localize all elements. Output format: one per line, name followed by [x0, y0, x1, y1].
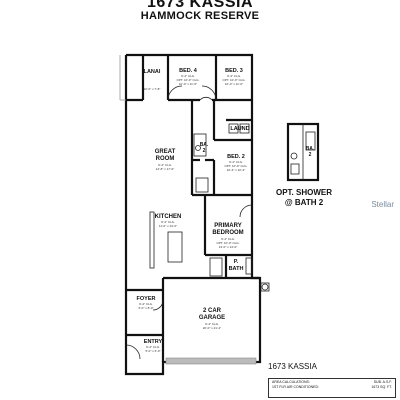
plan-title: 1673 KASSIA	[147, 0, 253, 11]
room-great-size: 14'-8" x 17'-0"	[156, 167, 174, 171]
room-entry-label: ENTRY	[144, 339, 163, 345]
room-bed2-ceiling: 9'-4" CLG.	[229, 160, 243, 164]
community-name: HAMMOCK RESERVE	[140, 10, 260, 22]
info-label: 1ST FLR AIR CONDITIONED:	[272, 385, 319, 389]
room-entry-size: 5'-0" x 6'-0"	[145, 349, 160, 353]
room-primary-ceiling: 9'-4" CLG.	[221, 237, 235, 241]
info-label: AREA CALCULATIONS:	[272, 380, 310, 384]
room-kitchen-size: 11'-0" x 13'-0"	[159, 224, 177, 228]
info-value: 1673 SQ. FT.	[371, 385, 392, 389]
room-entry-ceiling: 9'-4" CLG.	[146, 345, 160, 349]
room-great-label: GREAT	[155, 149, 176, 155]
room-bed4-size: 10'-0" x 11'-0"	[179, 82, 197, 86]
opt-shower-inset	[286, 122, 320, 182]
opt-shower-line1: OPT. SHOWER	[275, 188, 332, 197]
room-great-ceiling: 9'-4" CLG.	[158, 163, 172, 167]
info-value: SUB. A.S.F.	[373, 380, 392, 384]
room-garage-label-2: GARAGE	[199, 315, 225, 321]
interior-walls	[126, 55, 260, 362]
room-bed2-label: BED. 2	[227, 154, 245, 160]
plan-name-footer: 1673 KASSIA	[268, 362, 317, 371]
room-bed3-opt-ceiling: OPT. 10'-0" CLG.	[223, 78, 246, 82]
opt-bath2-label: BA.	[306, 146, 315, 152]
room-bath2-label: BA.	[200, 142, 209, 148]
room-bed4-label: BED. 4	[179, 68, 198, 74]
room-foyer-size: 6'-0" x 8'-0"	[138, 306, 153, 310]
room-foyer-ceiling: 9'-4" CLG.	[139, 302, 153, 306]
room-bed4-opt-ceiling: OPT. 10'-0" CLG.	[177, 78, 200, 82]
room-primary-size: 13'-0" x 14'-0"	[219, 245, 237, 249]
room-great-label-2: ROOM	[156, 156, 175, 162]
room-primary-bath-label-2: BATH	[229, 266, 244, 272]
info-row: AREA CALCULATIONS: SUB. A.S.F.	[272, 380, 392, 385]
room-primary-opt-ceiling: OPT. 10'-0" CLG.	[217, 241, 240, 245]
room-bath2-number: 2	[203, 148, 206, 154]
room-bed3-size: 10'-0" x 11'-0"	[225, 82, 243, 86]
room-lanai-label: LANAI	[144, 69, 161, 75]
watermark: Stellar	[371, 200, 394, 209]
room-foyer-label: FOYER	[137, 296, 156, 302]
room-kitchen-label: KITCHEN	[155, 214, 182, 220]
opt-shower-caption: OPT. SHOWER @ BATH 2	[274, 188, 334, 208]
garage-door	[165, 357, 257, 365]
opt-shower-line2: @ BATH 2	[284, 198, 324, 207]
room-bed2-opt-ceiling: OPT. 10'-0" CLG.	[225, 164, 248, 168]
room-bed4-ceiling: 9'-4" CLG.	[181, 74, 195, 78]
room-garage-size: 20'-0" x 21'-4"	[203, 326, 221, 330]
room-lanai-dims: 10'-0" x 7'-8"	[144, 87, 161, 91]
room-bed3-ceiling: 9'-4" CLG.	[227, 74, 241, 78]
room-bed2-size: 10'-4" x 10'-4"	[227, 168, 245, 172]
room-primary-label: PRIMARY	[214, 223, 241, 229]
room-kitchen-ceiling: 9'-4" CLG.	[161, 220, 175, 224]
room-bed3-label: BED. 3	[225, 68, 243, 74]
room-garage-label: 2 CAR	[203, 308, 222, 314]
exterior-walls	[119, 53, 262, 376]
room-labels: LANAI 10'-0" x 7'-8" BED. 4 9'-4" CLG. O…	[137, 68, 315, 353]
room-garage-ceiling: 9'-4" CLG.	[205, 322, 219, 326]
opt-bath2-number: 2	[309, 152, 312, 158]
area-calculations-box: AREA CALCULATIONS: SUB. A.S.F. 1ST FLR A…	[268, 378, 396, 398]
info-row: 1ST FLR AIR CONDITIONED: 1673 SQ. FT.	[272, 385, 392, 390]
room-primary-label-2: BEDROOM	[212, 230, 243, 236]
fixtures	[125, 85, 270, 360]
room-laundry-label: LAUND	[230, 126, 249, 132]
room-primary-bath-label: P.	[234, 259, 239, 265]
